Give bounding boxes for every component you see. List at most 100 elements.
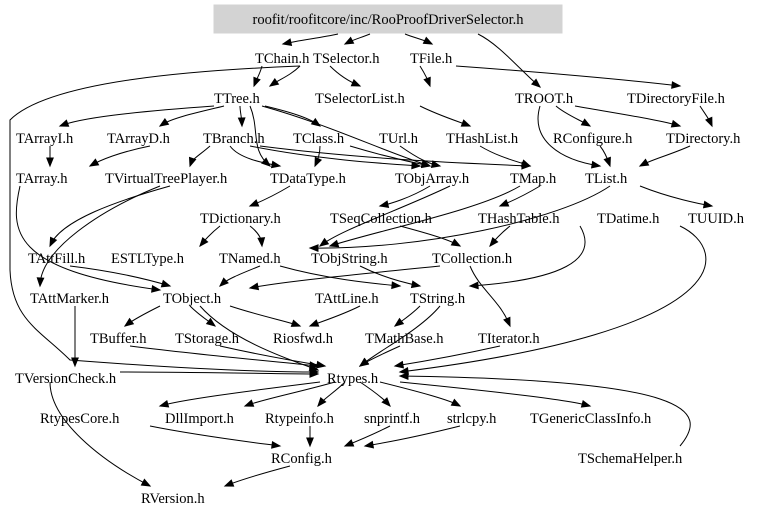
edge (199, 305, 319, 371)
graph-node[interactable]: TObjArray.h (395, 171, 470, 187)
graph-node[interactable]: TVersionCheck.h (15, 371, 117, 387)
graph-node[interactable]: TFile.h (410, 51, 453, 67)
graph-node[interactable]: TNamed.h (219, 251, 281, 267)
edge (455, 65, 681, 87)
graph-node[interactable]: TDictionary.h (200, 211, 282, 227)
graph-node[interactable]: Riosfwd.h (273, 331, 334, 347)
graph-node[interactable]: THashList.h (446, 131, 519, 147)
edge-arrowhead (71, 357, 79, 368)
graph-node[interactable]: TVirtualTreePlayer.h (105, 171, 228, 187)
graph-node[interactable]: TBranch.h (203, 131, 265, 147)
graph-node[interactable]: TClass.h (293, 131, 345, 147)
edge (129, 345, 319, 367)
edges-layer (9, 33, 714, 487)
edge-arrowhead (498, 199, 510, 207)
edge-arrowhead (398, 372, 409, 381)
graph-node[interactable]: TDirectoryFile.h (627, 91, 726, 107)
edge-arrowhead (46, 157, 54, 168)
graph-node[interactable]: TROOT.h (515, 91, 574, 107)
edge-arrowhead (309, 370, 320, 378)
graph-node[interactable]: TSeqCollection.h (330, 211, 433, 227)
edge-arrowhead (358, 357, 370, 367)
edge-arrowhead (638, 158, 650, 167)
graph-node[interactable]: TTree.h (214, 91, 261, 107)
graph-node[interactable]: TStorage.h (175, 331, 240, 347)
graph-node[interactable]: TAttMarker.h (30, 291, 110, 307)
root-node[interactable]: roofit/roofitcore/inc/RooProofDriverSele… (213, 4, 563, 34)
edge-arrowhead (317, 396, 327, 408)
edge-arrowhead (205, 317, 217, 327)
graph-node[interactable]: TObject.h (163, 291, 222, 307)
graph-node[interactable]: TArrayD.h (107, 131, 171, 147)
edge (537, 105, 601, 167)
graph-node[interactable]: TSelectorList.h (315, 91, 406, 107)
graph-node[interactable]: RConfig.h (271, 451, 333, 467)
graph-node[interactable]: TSelector.h (313, 51, 380, 67)
graph-node[interactable]: TUrl.h (379, 131, 419, 147)
graph-node[interactable]: TDataType.h (270, 171, 347, 187)
graph-node[interactable]: TIterator.h (478, 331, 540, 347)
edge (477, 33, 541, 88)
edge-arrowhead (253, 76, 261, 88)
graph-node[interactable]: TString.h (410, 291, 466, 307)
edge-arrowhead (430, 160, 442, 168)
edge-arrowhead (219, 277, 229, 287)
edge-arrowhead (290, 319, 302, 327)
edge (329, 185, 521, 247)
graph-node[interactable]: TMathBase.h (365, 331, 444, 347)
edge-arrowhead (270, 160, 282, 169)
edge (9, 65, 319, 373)
graph-node[interactable]: TArrayI.h (16, 131, 74, 147)
edge (249, 265, 441, 289)
graph-node[interactable]: TDatime.h (597, 211, 660, 227)
edge-arrowhead (158, 118, 170, 127)
edge-arrowhead (410, 280, 422, 289)
edge-arrowhead (151, 284, 162, 293)
graph-node[interactable]: TAttFill.h (28, 251, 86, 267)
graph-node[interactable]: DllImport.h (165, 411, 235, 427)
graph-node[interactable]: RVersion.h (141, 491, 205, 507)
edge (159, 381, 321, 407)
edge-arrowhead (248, 199, 260, 207)
edge-arrowhead (306, 437, 314, 448)
edge-arrowhead (343, 439, 355, 447)
edge (259, 145, 531, 167)
graph-node[interactable]: TUUID.h (688, 211, 745, 227)
graph-node[interactable]: TDirectory.h (666, 131, 741, 147)
graph-node[interactable]: TBuffer.h (90, 331, 147, 347)
edge-arrowhead (411, 161, 422, 170)
graph-node[interactable]: TSchemaHelper.h (578, 451, 683, 467)
edge-arrowhead (58, 119, 70, 127)
graph-node[interactable]: TChain.h (255, 51, 310, 67)
edge-arrowhead (310, 117, 322, 127)
edge (309, 185, 611, 249)
edge-arrowhead (318, 237, 330, 247)
graph-node[interactable]: TCollection.h (432, 251, 513, 267)
graph-node[interactable]: ESTLType.h (111, 251, 185, 267)
edge (39, 185, 161, 287)
edge-arrowhead (343, 36, 355, 45)
graph-node[interactable]: TArray.h (16, 171, 68, 187)
edge (574, 105, 681, 127)
edge (49, 185, 171, 247)
graph-node[interactable]: snprintf.h (364, 411, 421, 427)
graph-node[interactable]: RConfigure.h (553, 131, 633, 147)
graph-node[interactable]: TGenericClassInfo.h (530, 411, 652, 427)
graph-node[interactable]: Rtypes.h (327, 371, 379, 387)
edge (399, 375, 691, 447)
graph-node[interactable]: TMap.h (510, 171, 557, 187)
graph-node[interactable]: TAttLine.h (315, 291, 379, 307)
graph-node[interactable]: THashTable.h (478, 211, 560, 227)
graph-node[interactable]: TObjString.h (311, 251, 388, 267)
edge (59, 105, 215, 127)
edge-arrowhead (308, 319, 320, 327)
edge (359, 305, 441, 367)
graph-node[interactable]: RtypesCore.h (40, 411, 120, 427)
graph-node[interactable]: Rtypeinfo.h (265, 411, 335, 427)
graph-node[interactable]: TList.h (585, 171, 628, 187)
edge-arrowhead (590, 160, 602, 169)
edge-arrowhead (420, 160, 432, 169)
edge-arrowhead (49, 236, 58, 248)
graph-node[interactable]: strlcpy.h (447, 411, 497, 427)
